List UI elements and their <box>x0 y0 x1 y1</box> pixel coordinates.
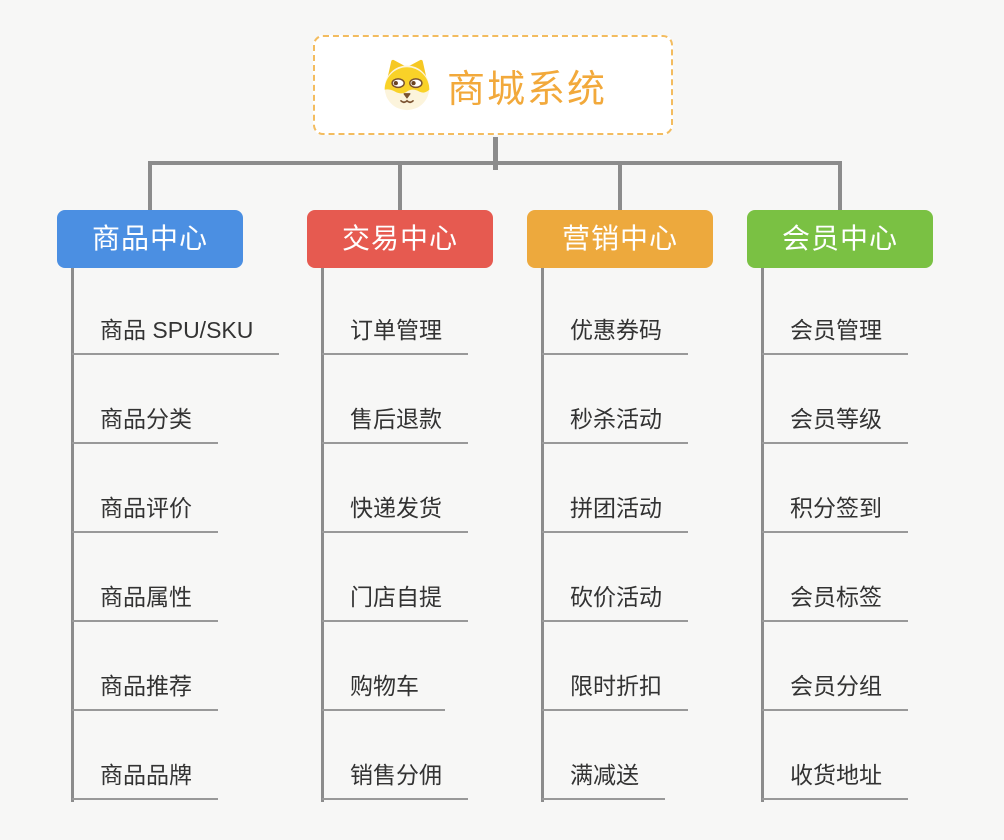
root-node[interactable]: 商城系统 <box>313 35 673 135</box>
branch-drop-connector <box>618 163 622 210</box>
leaf-node[interactable]: 会员标签 <box>762 581 908 622</box>
dog-face-icon <box>384 59 430 111</box>
top-bar-connector <box>148 161 842 165</box>
branch-drop-connector <box>398 163 402 210</box>
branch-trunk-connector <box>541 268 544 802</box>
root-title: 商城系统 <box>446 68 607 111</box>
leaf-node[interactable]: 秒杀活动 <box>542 403 688 444</box>
branch-node-3[interactable]: 营销中心 <box>527 210 713 268</box>
root-stem-connector <box>493 137 498 170</box>
branch-node-4[interactable]: 会员中心 <box>747 210 933 268</box>
branch-drop-connector <box>148 163 152 210</box>
branch-drop-connector <box>838 163 842 210</box>
leaf-node[interactable]: 商品属性 <box>72 581 218 622</box>
leaf-node[interactable]: 商品品牌 <box>72 759 218 800</box>
leaf-node[interactable]: 限时折扣 <box>542 670 688 711</box>
leaf-node[interactable]: 销售分佣 <box>322 759 468 800</box>
leaf-node[interactable]: 购物车 <box>322 670 445 711</box>
leaf-node[interactable]: 订单管理 <box>322 314 468 355</box>
branch-trunk-connector <box>761 268 764 802</box>
branch-node-1[interactable]: 商品中心 <box>57 210 243 268</box>
leaf-node[interactable]: 商品推荐 <box>72 670 218 711</box>
branch-trunk-connector <box>71 268 74 802</box>
branch-trunk-connector <box>321 268 324 802</box>
leaf-node[interactable]: 商品分类 <box>72 403 218 444</box>
leaf-node[interactable]: 售后退款 <box>322 403 468 444</box>
leaf-node[interactable]: 拼团活动 <box>542 492 688 533</box>
leaf-node[interactable]: 快递发货 <box>322 492 468 533</box>
leaf-node[interactable]: 积分签到 <box>762 492 908 533</box>
leaf-node[interactable]: 砍价活动 <box>542 581 688 622</box>
leaf-node[interactable]: 优惠券码 <box>542 314 688 355</box>
leaf-node[interactable]: 商品 SPU/SKU <box>72 314 280 355</box>
leaf-node[interactable]: 会员等级 <box>762 403 908 444</box>
leaf-node[interactable]: 满减送 <box>542 759 665 800</box>
leaf-node[interactable]: 商品评价 <box>72 492 218 533</box>
leaf-node[interactable]: 会员管理 <box>762 314 908 355</box>
leaf-node[interactable]: 门店自提 <box>322 581 468 622</box>
leaf-node[interactable]: 收货地址 <box>762 759 908 800</box>
branch-node-2[interactable]: 交易中心 <box>307 210 493 268</box>
leaf-node[interactable]: 会员分组 <box>762 670 908 711</box>
